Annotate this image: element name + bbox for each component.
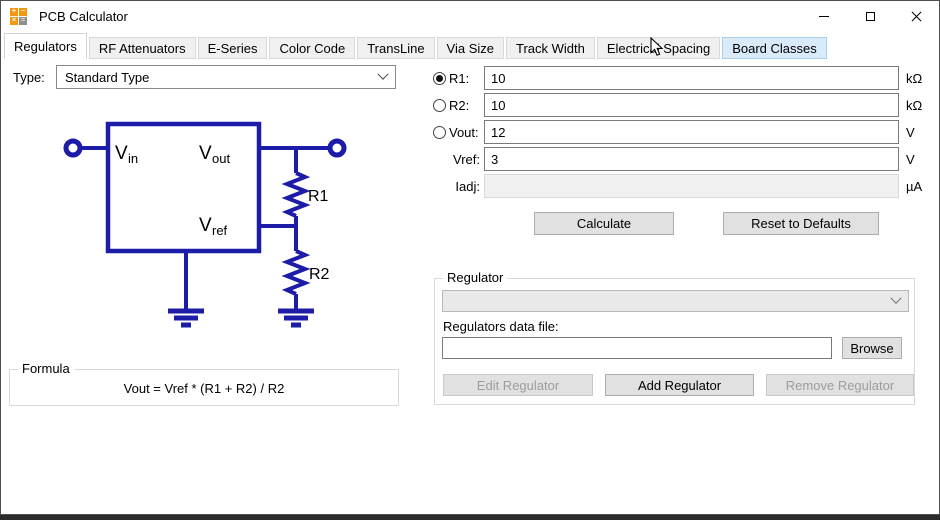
edit-regulator-button: Edit Regulator bbox=[443, 374, 593, 396]
vout-radio[interactable] bbox=[433, 125, 446, 139]
title-bar: PCB Calculator bbox=[1, 1, 939, 32]
formula-group-title: Formula bbox=[18, 361, 74, 376]
tab-color-code[interactable]: Color Code bbox=[269, 37, 356, 59]
tab-via-size[interactable]: Via Size bbox=[436, 37, 505, 59]
r1-radio[interactable] bbox=[433, 71, 446, 85]
r2-radio[interactable] bbox=[433, 98, 446, 112]
type-combobox[interactable]: Standard Type bbox=[56, 65, 396, 89]
iadj-input bbox=[484, 174, 899, 198]
r1-input[interactable] bbox=[484, 66, 899, 90]
maximize-button[interactable] bbox=[847, 1, 893, 32]
r2-unit: kΩ bbox=[906, 97, 923, 113]
remove-regulator-button: Remove Regulator bbox=[766, 374, 914, 396]
tab-board-classes[interactable]: Board Classes bbox=[722, 37, 827, 59]
output-terminal bbox=[327, 138, 347, 158]
type-label: Type: bbox=[13, 70, 45, 85]
type-combobox-value: Standard Type bbox=[65, 69, 150, 85]
close-icon bbox=[911, 11, 922, 22]
vref-label: Vref: bbox=[453, 151, 480, 167]
tab-transline[interactable]: TransLine bbox=[357, 37, 435, 59]
reset-to-defaults-button[interactable]: Reset to Defaults bbox=[723, 212, 879, 235]
minimize-icon bbox=[819, 16, 829, 17]
vout-unit: V bbox=[906, 124, 915, 140]
tab-regulators[interactable]: Regulators bbox=[4, 33, 87, 59]
formula-groupbox: Formula Vout = Vref * (R1 + R2) / R2 bbox=[9, 361, 399, 406]
regulator-body bbox=[105, 121, 262, 254]
vin-label: V bbox=[115, 143, 128, 164]
app-icon bbox=[10, 7, 28, 26]
regulator-schematic-diagram: V in V out V ref R1 R2 bbox=[63, 121, 347, 328]
tab-bar: Regulators RF Attenuators E-Series Color… bbox=[1, 32, 939, 59]
regulator-groupbox: Regulator Regulators data file: Browse E… bbox=[434, 270, 915, 405]
r2-label: R2: bbox=[449, 97, 470, 113]
r2-row: R2: kΩ bbox=[433, 93, 931, 117]
ground-symbol-r2 bbox=[278, 308, 314, 328]
tab-e-series[interactable]: E-Series bbox=[197, 37, 268, 59]
vout-sub-label: out bbox=[212, 151, 230, 166]
browse-button[interactable]: Browse bbox=[842, 337, 902, 359]
vref-row: Vref: V bbox=[433, 147, 931, 171]
r2-input[interactable] bbox=[484, 93, 899, 117]
vout-label: V bbox=[199, 143, 212, 164]
regulators-data-file-input[interactable] bbox=[442, 337, 832, 359]
regulators-data-file-label: Regulators data file: bbox=[443, 319, 559, 334]
r1-row: R1: kΩ bbox=[433, 66, 931, 90]
tab-rf-attenuators[interactable]: RF Attenuators bbox=[88, 37, 196, 59]
vout-label: Vout: bbox=[449, 124, 479, 140]
close-button[interactable] bbox=[893, 1, 939, 32]
vin-sub-label: in bbox=[128, 151, 138, 166]
iadj-row: Iadj: µA bbox=[433, 174, 931, 198]
vref-unit: V bbox=[906, 151, 915, 167]
r1-unit: kΩ bbox=[906, 70, 923, 86]
add-regulator-button[interactable]: Add Regulator bbox=[605, 374, 754, 396]
calculate-button[interactable]: Calculate bbox=[534, 212, 674, 235]
vout-row: Vout: V bbox=[433, 120, 931, 144]
maximize-icon bbox=[865, 12, 875, 21]
vref-input[interactable] bbox=[484, 147, 899, 171]
tab-track-width[interactable]: Track Width bbox=[506, 37, 595, 59]
chevron-down-icon bbox=[890, 292, 902, 304]
regulator-combobox bbox=[442, 290, 909, 312]
r1-label: R1 bbox=[308, 188, 329, 205]
iadj-unit: µA bbox=[906, 178, 923, 194]
ground-symbol-body bbox=[168, 308, 204, 328]
regulator-group-title: Regulator bbox=[443, 270, 508, 285]
vref-sub-label: ref bbox=[212, 223, 228, 238]
vout-input[interactable] bbox=[484, 120, 899, 144]
window-title: PCB Calculator bbox=[39, 9, 128, 24]
chevron-down-icon bbox=[377, 68, 389, 80]
taskbar-edge bbox=[0, 515, 940, 520]
tab-electrical-spacing[interactable]: Electrical Spacing bbox=[596, 37, 721, 59]
minimize-button[interactable] bbox=[801, 1, 847, 32]
window-controls bbox=[801, 1, 939, 32]
vref-label: V bbox=[199, 215, 212, 236]
input-terminal bbox=[63, 138, 83, 158]
r2-label: R2 bbox=[309, 266, 330, 283]
iadj-label: Iadj: bbox=[455, 178, 480, 194]
resistor-r1 bbox=[281, 171, 311, 218]
formula-text: Vout = Vref * (R1 + R2) / R2 bbox=[123, 381, 285, 396]
r1-label: R1: bbox=[449, 70, 470, 86]
resistor-r2 bbox=[281, 249, 311, 296]
